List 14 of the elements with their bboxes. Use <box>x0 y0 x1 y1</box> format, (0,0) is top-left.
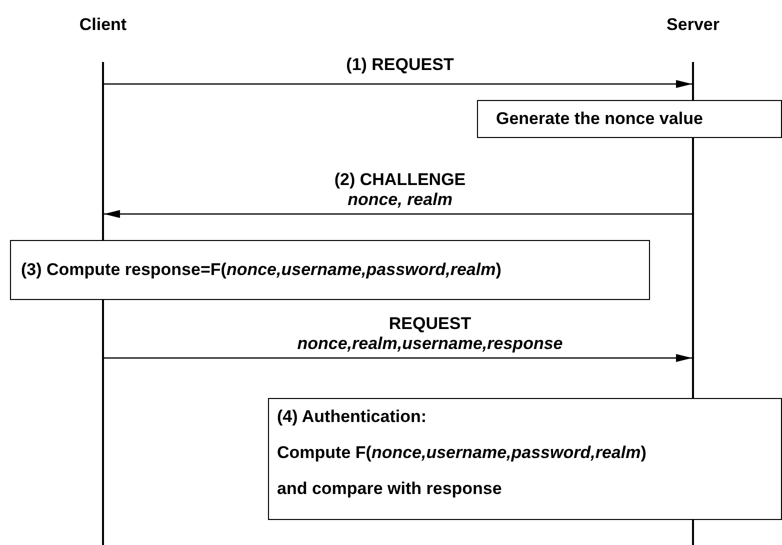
box-text: Compute F(nonce,username,password,realm) <box>277 442 648 464</box>
process-box <box>268 398 782 520</box>
arrow <box>104 210 692 218</box>
process-box: Generate the nonce value <box>477 100 782 138</box>
edge-label: REQUEST nonce,realm,username,response <box>297 314 563 354</box>
participant-label: Server <box>666 15 720 35</box>
edge-label: (1) REQUEST <box>346 55 454 75</box>
participant-label: Client <box>78 15 128 35</box>
process-box: (3) Compute response=F(nonce,username,password,realm) <box>10 240 650 300</box>
arrow <box>104 354 692 362</box>
edge-label: (2) CHALLENGE nonce, realm <box>334 170 466 210</box>
arrow <box>104 80 692 88</box>
box-text: and compare with response <box>277 478 503 500</box>
box-text: (4) Authentication: <box>277 406 428 428</box>
